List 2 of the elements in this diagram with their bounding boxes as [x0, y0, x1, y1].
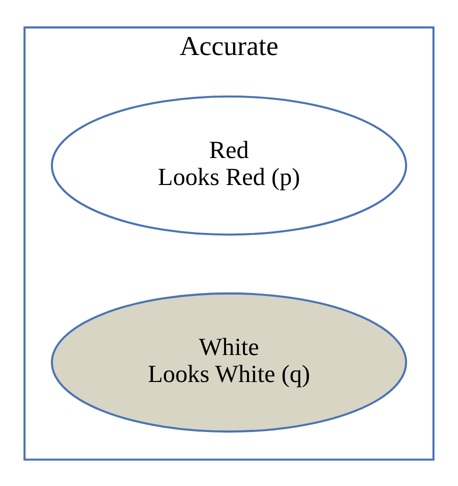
node-ellipse: White Looks White (q) [50, 292, 408, 432]
node-ellipse: Red Looks Red (p) [50, 94, 408, 236]
